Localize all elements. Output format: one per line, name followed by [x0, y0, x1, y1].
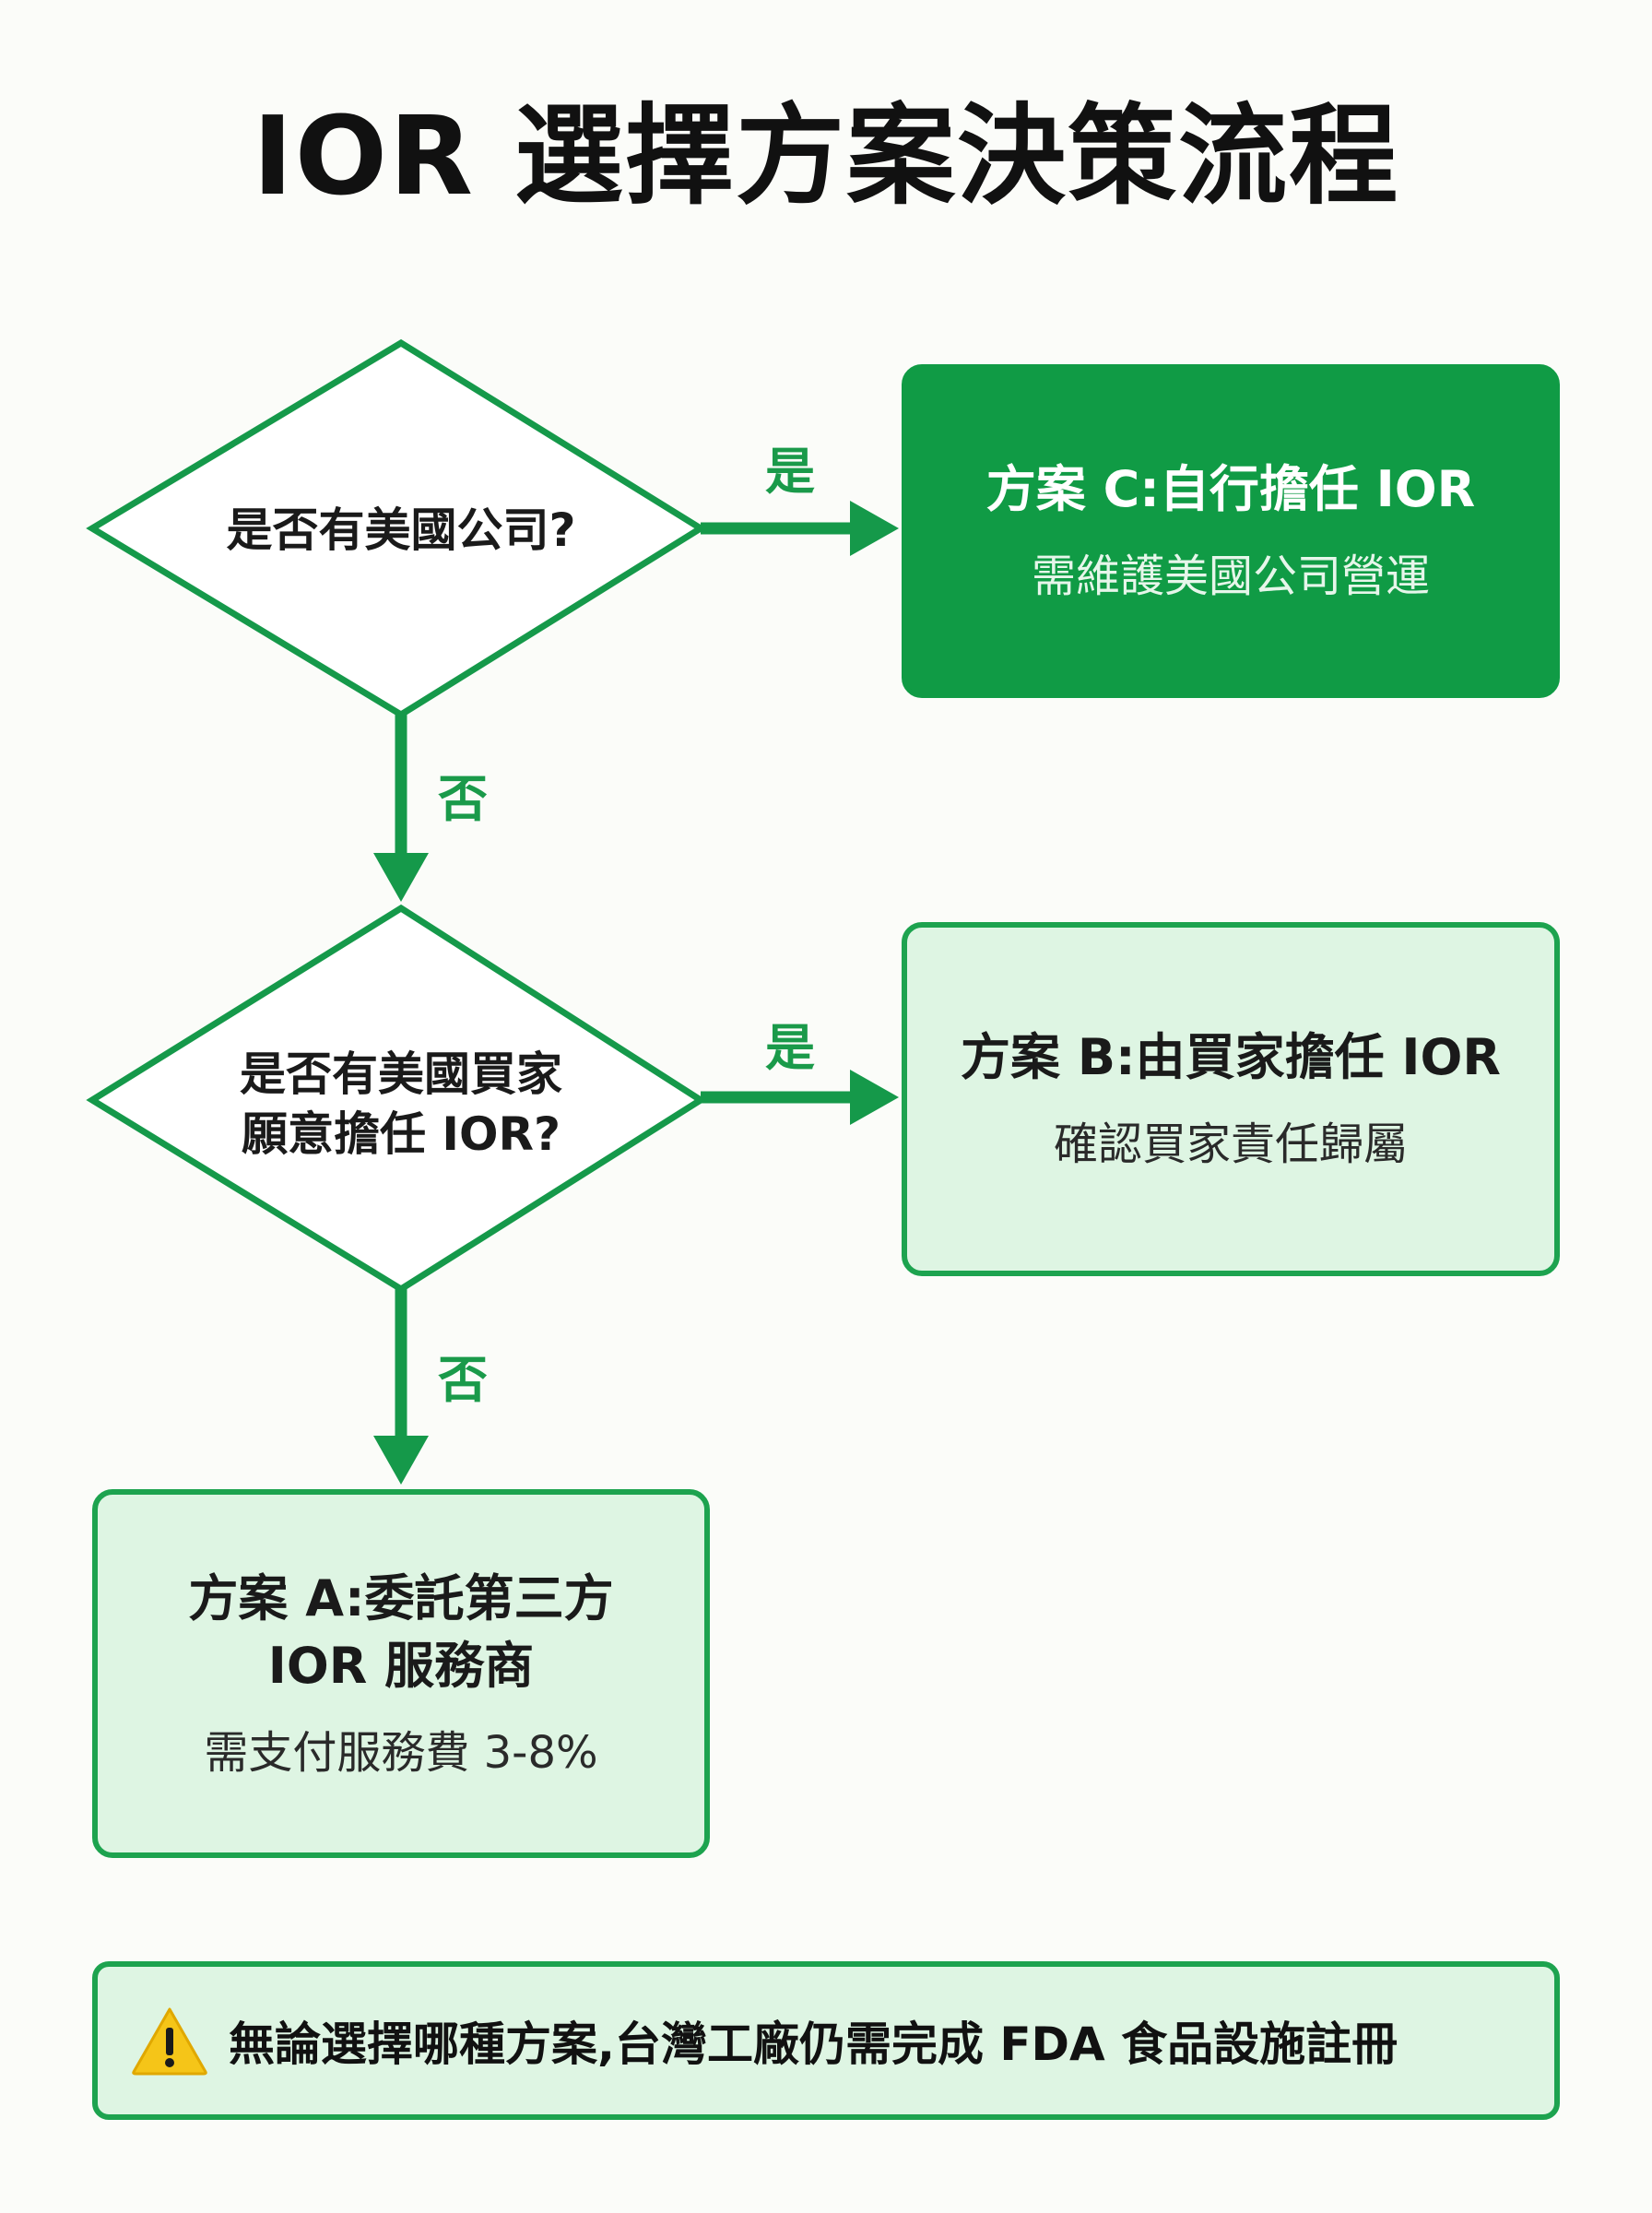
no-label-2: 否	[438, 1351, 488, 1409]
plan-c-title: 方案 C:自行擔任 IOR	[985, 460, 1476, 519]
arrow-no-1	[373, 715, 429, 902]
arrow-no-2	[373, 1289, 429, 1485]
no-label-1: 否	[438, 770, 488, 828]
decision-1-label: 是否有美國公司?	[226, 503, 576, 557]
decision-2-line-2: 願意擔任 IOR?	[241, 1107, 561, 1161]
note-text: 無論選擇哪種方案,台灣工廠仍需完成 FDA 食品設施註冊	[229, 2018, 1398, 2071]
arrow-yes-2	[701, 1070, 899, 1125]
decision-2-line-1: 是否有美國買家	[240, 1047, 562, 1101]
plan-b-title: 方案 B:由買家擔任 IOR	[961, 1028, 1501, 1087]
registration-note: 無論選擇哪種方案,台灣工廠仍需完成 FDA 食品設施註冊	[92, 1961, 1560, 2120]
page-title: IOR 選擇方案決策流程	[252, 92, 1400, 219]
yes-label-1: 是	[765, 443, 815, 501]
decision-2-label: 是否有美國買家 願意擔任 IOR?	[138, 1045, 664, 1165]
plan-c-box: 方案 C:自行擔任 IOR 需維護美國公司營運	[902, 364, 1560, 698]
plan-b-subtitle: 確認買家責任歸屬	[1053, 1118, 1408, 1171]
arrow-yes-1	[701, 501, 899, 556]
plan-a-title-line-1: 方案 A:委託第三方	[188, 1568, 614, 1627]
yes-label-2: 是	[765, 1019, 815, 1077]
warning-icon	[132, 2007, 207, 2076]
plan-a-title-line-2: IOR 服務商	[267, 1636, 535, 1695]
plan-a-box: 方案 A:委託第三方 IOR 服務商 需支付服務費 3-8%	[92, 1489, 710, 1858]
plan-c-subtitle: 需維護美國公司營運	[1031, 550, 1430, 603]
plan-b-box: 方案 B:由買家擔任 IOR 確認買家責任歸屬	[902, 922, 1560, 1276]
plan-a-subtitle: 需支付服務費 3-8%	[204, 1726, 598, 1779]
